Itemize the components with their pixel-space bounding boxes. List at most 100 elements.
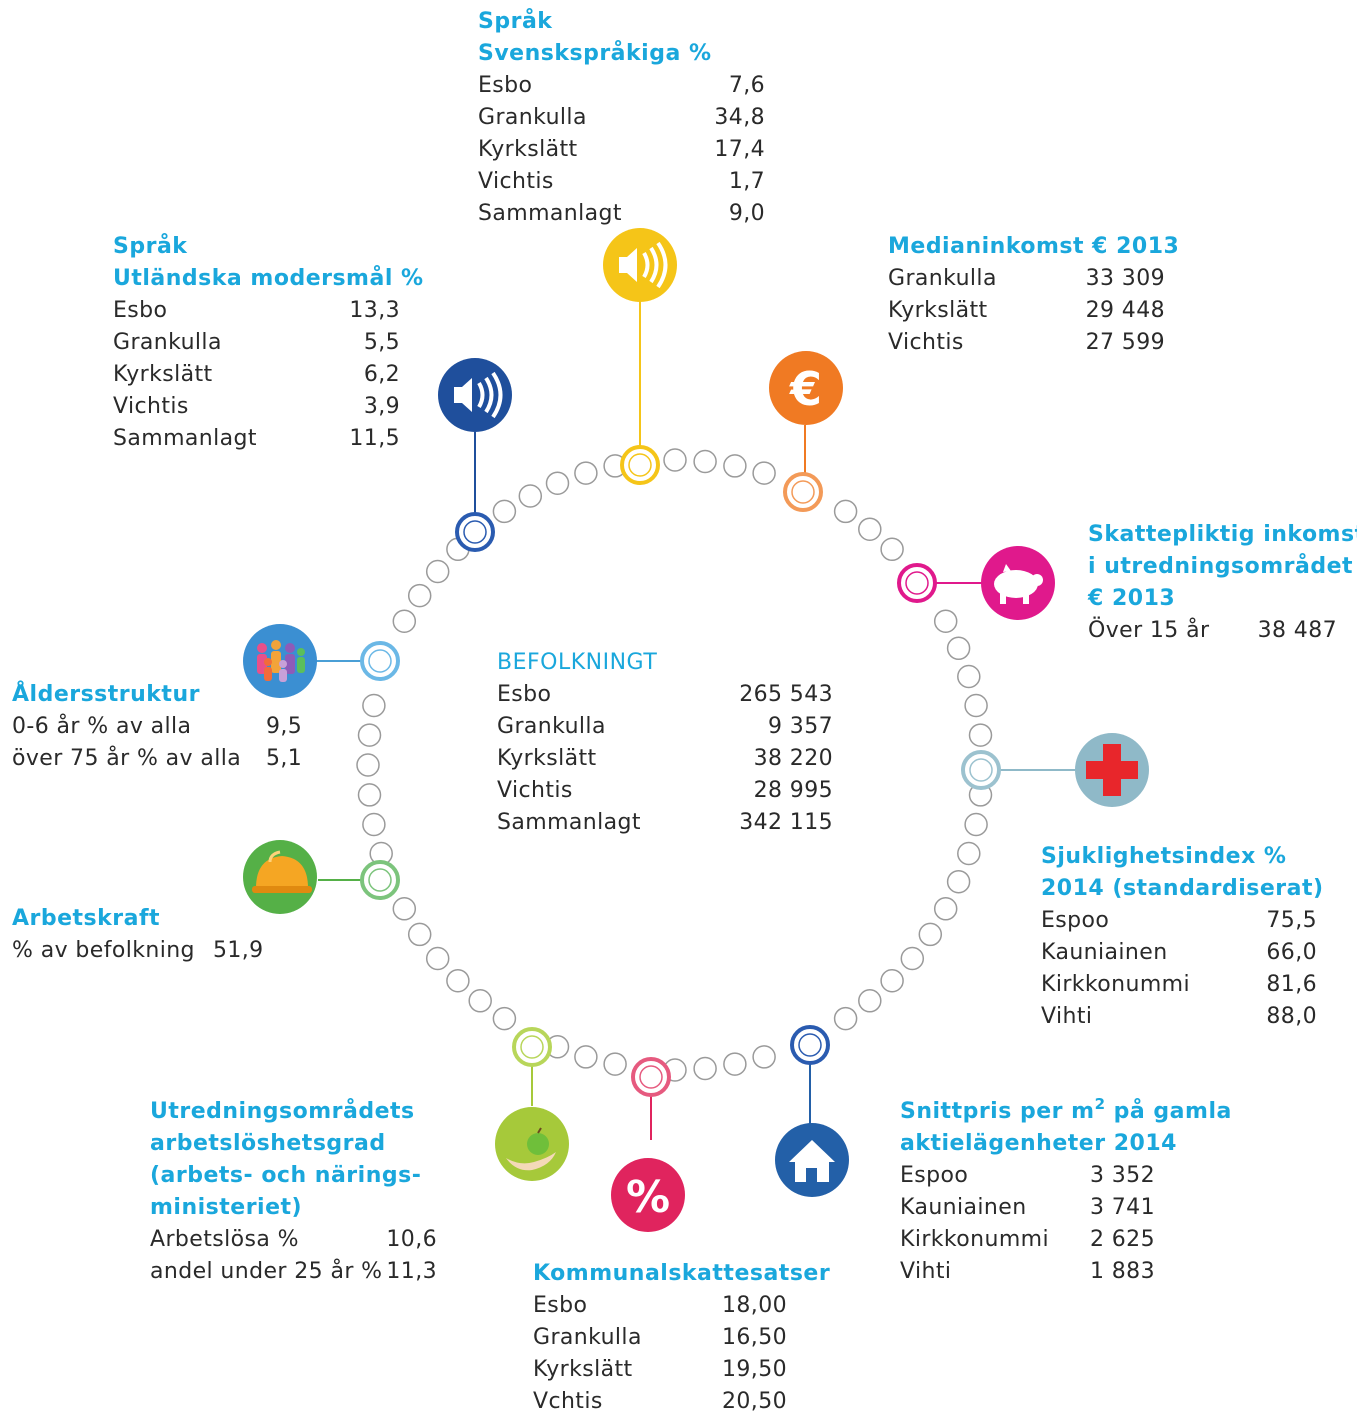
- ring-dot: [425, 946, 450, 971]
- row-label: Vichtis: [113, 394, 189, 419]
- foreign-title-1: Språk: [113, 234, 188, 259]
- ring-dot: [407, 583, 432, 608]
- ring-dot: [392, 609, 417, 633]
- row-value: 29 448: [1085, 298, 1165, 323]
- table-row: Grankulla 5,5: [113, 327, 400, 359]
- people-icon: [243, 624, 317, 698]
- unemp-title-4: ministeriet): [150, 1195, 303, 1220]
- ring-dot: [693, 1056, 717, 1081]
- row-value: 88,0: [1266, 1004, 1317, 1029]
- table-row: Sammanlagt 342 115: [497, 807, 833, 839]
- ring-dot: [545, 471, 570, 495]
- ring-dot: [964, 693, 988, 718]
- row-label: Sammanlagt: [113, 426, 257, 451]
- ring-dot: [492, 499, 517, 524]
- row-value: 6,2: [363, 362, 400, 387]
- foreign-title-2: Utländska modersmål %: [113, 266, 424, 291]
- row-label: Sammanlagt: [497, 810, 641, 835]
- taxable-title-1: Skattepliktig inkomst: [1088, 522, 1357, 547]
- ring-dot: [446, 968, 470, 993]
- node-labour: [360, 860, 400, 900]
- table-row: 0-6 år % av alla 9,5: [12, 711, 302, 743]
- ring-dot: [858, 517, 882, 541]
- ring-dot: [603, 1052, 627, 1076]
- taxable-title-2: i utredningsområdet: [1088, 554, 1354, 579]
- row-label: 0-6 år % av alla: [12, 714, 192, 739]
- row-label: Vichtis: [888, 330, 964, 355]
- node-age: [360, 641, 400, 681]
- unemp-title-2: arbetslöshetsgrad: [150, 1131, 386, 1156]
- ring-dot: [425, 559, 450, 584]
- row-label: Kyrkslätt: [533, 1357, 633, 1382]
- row-value: 19,50: [722, 1357, 787, 1382]
- table-row: Vihti 88,0: [1041, 1001, 1317, 1033]
- taxable-title-3: € 2013: [1088, 586, 1176, 611]
- table-row: Kyrkslätt 19,50: [533, 1354, 787, 1386]
- ring-dot: [518, 484, 543, 508]
- row-value: 5,5: [363, 330, 400, 355]
- ring-dot: [880, 537, 904, 562]
- row-value: 11,3: [386, 1259, 437, 1284]
- ring-dot: [492, 1006, 517, 1031]
- tax-title: Kommunalskattesatser: [533, 1261, 831, 1286]
- row-value: 28 995: [753, 778, 833, 803]
- ring-dot: [574, 1045, 598, 1069]
- row-label: Vihti: [1041, 1004, 1093, 1029]
- population-title: BEFOLKNINGT: [497, 650, 658, 675]
- ring-dot: [964, 812, 988, 837]
- swedish-title-2: Svenskspråkiga %: [478, 41, 712, 66]
- row-label: Kauniainen: [900, 1195, 1027, 1220]
- node-price: [790, 1025, 830, 1065]
- hard-hat-icon: [243, 840, 317, 914]
- table-row: Arbetslösa %10,6: [150, 1224, 437, 1256]
- ring-dot: [574, 461, 598, 485]
- row-label: Sammanlagt: [478, 201, 622, 226]
- row-value: 33 309: [1085, 266, 1165, 291]
- ring-dot: [723, 454, 747, 478]
- morbidity-title-2: 2014 (standardiserat): [1041, 876, 1324, 901]
- row-label: andel under 25 år %: [150, 1259, 383, 1284]
- row-value: 17,4: [714, 137, 765, 162]
- row-label: Vchtis: [533, 1389, 603, 1414]
- apple-hand-icon: [495, 1107, 569, 1181]
- ring-dot: [957, 664, 981, 689]
- row-label: Grankulla: [113, 330, 222, 355]
- ring-dot: [946, 869, 971, 894]
- ring-dot: [833, 1006, 858, 1031]
- node-median: [783, 472, 823, 512]
- unemp-title-3: (arbets- och närings-: [150, 1163, 422, 1188]
- row-label: Kyrkslätt: [888, 298, 988, 323]
- red-cross-icon: [1075, 733, 1149, 807]
- row-value: 342 115: [739, 810, 833, 835]
- percent-icon: %: [611, 1158, 685, 1232]
- row-label: Espoo: [1041, 908, 1110, 933]
- node-morbidity: [961, 750, 1001, 790]
- row-label: Vichtis: [478, 169, 554, 194]
- price-title-2: aktielägenheter 2014: [900, 1131, 1177, 1156]
- row-value: 7,6: [728, 73, 765, 98]
- median-title: Medianinkomst € 2013: [888, 234, 1180, 259]
- ring-dot: [880, 968, 904, 993]
- node-swedish: [620, 445, 660, 485]
- ring-dot: [663, 448, 687, 472]
- row-value: 38 487: [1257, 618, 1337, 643]
- row-value: 18,00: [722, 1293, 787, 1318]
- row-value: 9,5: [266, 714, 303, 739]
